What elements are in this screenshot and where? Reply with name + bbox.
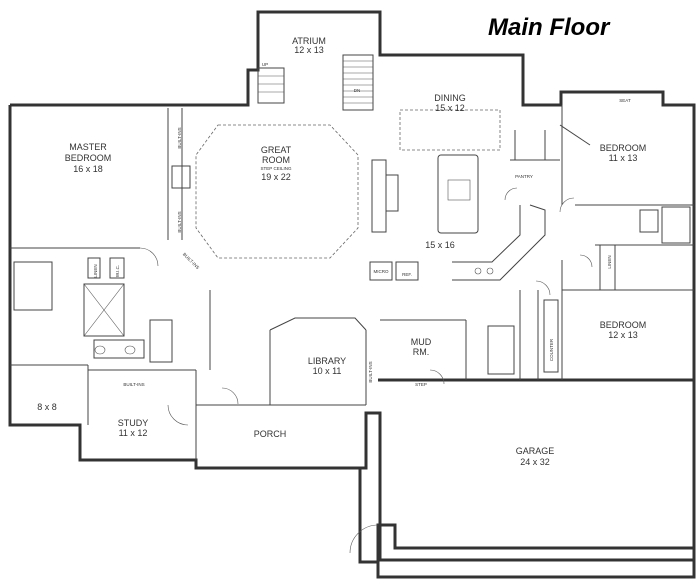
- wic-label: W.I.C.: [115, 265, 120, 277]
- mud-label-1: MUD: [411, 337, 432, 347]
- door-swings: [139, 187, 593, 554]
- exterior-walls: [8, 10, 696, 579]
- library-size: 10 x 11: [313, 366, 342, 376]
- bedroom-e-label: BEDROOM: [600, 320, 647, 330]
- room-labels: ATRIUM 12 x 13 DINING 15 x 12 GREAT ROOM…: [37, 36, 646, 467]
- atrium-label: ATRIUM: [292, 36, 326, 46]
- study-size: 11 x 12: [119, 428, 148, 438]
- dining-label: DINING: [434, 93, 466, 103]
- step-label: STEP: [415, 382, 427, 387]
- great-room-label-2: ROOM: [262, 155, 290, 165]
- fireplace: [171, 165, 191, 189]
- pantry-label: PANTRY: [515, 174, 533, 179]
- porch-label: PORCH: [254, 429, 287, 439]
- master-size: 16 x 18: [73, 164, 103, 174]
- great-room-label-1: GREAT: [261, 145, 292, 155]
- garage-size: 24 x 32: [520, 457, 550, 467]
- atrium-size: 12 x 13: [294, 45, 324, 55]
- plan-title: Main Floor: [488, 14, 610, 41]
- linen-bath: LINEN: [607, 255, 612, 268]
- master-label-2: BEDROOM: [65, 153, 112, 163]
- bedroom-ne-size: 11 x 13: [609, 153, 638, 163]
- master-label-1: MASTER: [69, 142, 107, 152]
- kitchen-fixtures: [369, 154, 546, 281]
- builtins-great-2: BUILT-INS: [177, 211, 182, 232]
- micro-label: MICRO: [374, 269, 389, 274]
- bedroom-ne-label: BEDROOM: [600, 143, 647, 153]
- mud-label-2: RM.: [413, 347, 430, 357]
- builtins-study: BUILT-INS: [123, 382, 144, 387]
- dn-label: DN: [354, 88, 361, 93]
- great-room-step-ceiling: [195, 124, 359, 259]
- dining-outline: [399, 109, 501, 151]
- kitchen-size: 15 x 16: [425, 240, 455, 250]
- closet-size: 8 x 8: [37, 402, 57, 412]
- atrium-stairs: [257, 54, 374, 111]
- up-label: UP: [262, 62, 268, 67]
- master-bath: [13, 257, 173, 363]
- library-label: LIBRARY: [308, 356, 346, 366]
- garage-label: GARAGE: [516, 446, 555, 456]
- linen-master: LINEN: [93, 264, 98, 277]
- counter-label: COUNTER: [549, 338, 554, 361]
- great-room-note: STEP CEILING: [261, 166, 292, 171]
- great-room-size: 19 x 22: [261, 172, 291, 182]
- builtins-library: BUILT-INS: [368, 361, 373, 382]
- study-label: STUDY: [118, 418, 149, 428]
- ref-label: REF.: [402, 272, 412, 277]
- seat-label: SEAT: [619, 98, 631, 103]
- fixture-labels: SEAT PANTRY MICRO REF. BUILT-INS STEP DN…: [93, 62, 631, 387]
- bedroom-e-size: 12 x 13: [608, 330, 638, 340]
- dining-size: 15 x 12: [435, 103, 465, 113]
- interior-walls: [10, 105, 694, 460]
- builtins-great-1: BUILT-INS: [177, 127, 182, 148]
- second-bath: [487, 206, 691, 375]
- builtins-great-3: BUILT-INS: [182, 252, 201, 271]
